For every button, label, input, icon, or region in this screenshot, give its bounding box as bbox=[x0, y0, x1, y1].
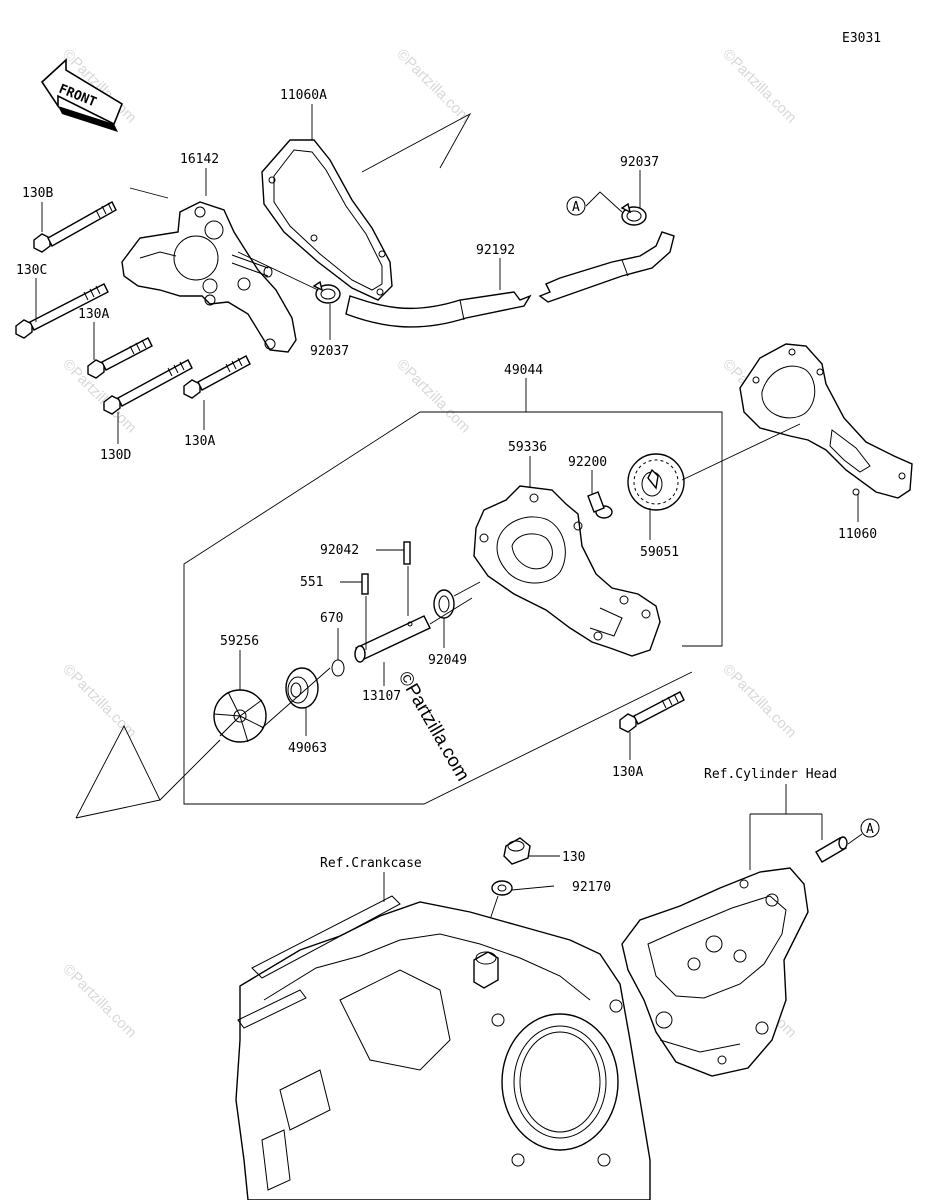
bolt-130C bbox=[15, 283, 109, 339]
seal-92049 bbox=[433, 589, 455, 619]
label-13107: 13107 bbox=[362, 689, 401, 704]
label-59051: 59051 bbox=[640, 545, 679, 560]
crankcase-ref bbox=[235, 895, 651, 1200]
bolt-130 bbox=[503, 837, 531, 865]
diagram-code: E3031 bbox=[842, 31, 881, 46]
label-92192: 92192 bbox=[476, 243, 515, 258]
label-92037: 92037 bbox=[310, 344, 349, 359]
label-551: 551 bbox=[300, 575, 323, 590]
oring-670 bbox=[331, 659, 345, 677]
label-59336: 59336 bbox=[508, 440, 547, 455]
washer-92170 bbox=[491, 880, 513, 896]
connector-label: A bbox=[866, 822, 874, 837]
label-59256: 59256 bbox=[220, 634, 259, 649]
label-130A: 130A bbox=[184, 434, 215, 449]
cylinder-head-ref bbox=[621, 867, 809, 1077]
label-670: 670 bbox=[320, 611, 343, 626]
pump-cover-16142 bbox=[121, 201, 297, 353]
mechanical-seal-49063 bbox=[285, 667, 319, 709]
watermark: ©Partzilla.com bbox=[393, 46, 474, 127]
watermark: ©Partzilla.com bbox=[59, 961, 140, 1042]
assembly-box bbox=[420, 411, 723, 647]
front-arrow-icon: FRONT bbox=[40, 58, 123, 132]
leader-pump-clamp bbox=[237, 251, 319, 291]
watermark-layer: ©Partzilla.com ©Partzilla.com ©Partzilla… bbox=[59, 46, 800, 1042]
label-130D: 130D bbox=[100, 448, 131, 463]
label-11060A: 11060A bbox=[280, 88, 327, 103]
hose-clamp-92037-right bbox=[620, 202, 647, 226]
label-130A: 130A bbox=[612, 765, 643, 780]
bolt-130B bbox=[33, 201, 117, 253]
leader-gear-gasket bbox=[681, 423, 801, 481]
bolt-130A-upper bbox=[87, 337, 153, 379]
label-92170: 92170 bbox=[572, 880, 611, 895]
leader-16142 bbox=[129, 168, 207, 199]
watermark: ©Partzilla.com bbox=[719, 661, 800, 742]
label-130A: 130A bbox=[78, 307, 109, 322]
bolt-92200 bbox=[587, 491, 613, 519]
ref-crankcase: Ref.Crankcase bbox=[320, 856, 422, 871]
impeller-59256 bbox=[213, 689, 267, 743]
label-92200: 92200 bbox=[568, 455, 607, 470]
bolt-130D bbox=[103, 359, 193, 415]
leader-seal-housing bbox=[453, 581, 481, 597]
water-hose-92192 bbox=[345, 231, 675, 328]
leader-cylinder-head bbox=[749, 784, 823, 870]
label-16142: 16142 bbox=[180, 152, 219, 167]
connector-a-bottom: A bbox=[860, 818, 880, 838]
leader-A-top bbox=[585, 191, 623, 213]
label-11060: 11060 bbox=[838, 527, 877, 542]
connector-label: A bbox=[572, 200, 580, 215]
label-130B: 130B bbox=[22, 186, 53, 201]
pin-551 bbox=[361, 573, 369, 595]
label-92037: 92037 bbox=[620, 155, 659, 170]
label-130: 130 bbox=[562, 850, 585, 865]
gear-59051 bbox=[627, 453, 685, 511]
center-watermark: ©Partzilla.com bbox=[394, 668, 474, 785]
leader-axis bbox=[261, 597, 473, 729]
watermark: ©Partzilla.com bbox=[393, 356, 474, 437]
leader-impeller-line bbox=[75, 725, 221, 819]
label-49063: 49063 bbox=[288, 741, 327, 756]
label-92042: 92042 bbox=[320, 543, 359, 558]
label-49044: 49044 bbox=[504, 363, 543, 378]
bolt-130A-lower bbox=[619, 691, 685, 733]
label-92049: 92049 bbox=[428, 653, 467, 668]
watermark: ©Partzilla.com bbox=[59, 661, 140, 742]
ref-cylinder-head: Ref.Cylinder Head bbox=[704, 767, 837, 782]
leader-A-bottom bbox=[847, 833, 863, 845]
assembly-box bbox=[183, 411, 693, 805]
gasket-11060 bbox=[739, 343, 913, 499]
pin-92042 bbox=[403, 541, 411, 565]
shaft-13107 bbox=[354, 615, 431, 663]
leader-11060A-line bbox=[361, 112, 472, 173]
label-130C: 130C bbox=[16, 263, 47, 278]
bolt-130A-middle bbox=[183, 355, 251, 399]
pump-housing-59336 bbox=[473, 485, 661, 657]
watermark: ©Partzilla.com bbox=[719, 46, 800, 127]
water-fitting bbox=[815, 836, 848, 863]
gasket-11060A bbox=[261, 139, 393, 301]
hose-clamp-92037-left bbox=[312, 280, 341, 304]
connector-a-top: A bbox=[566, 196, 586, 216]
